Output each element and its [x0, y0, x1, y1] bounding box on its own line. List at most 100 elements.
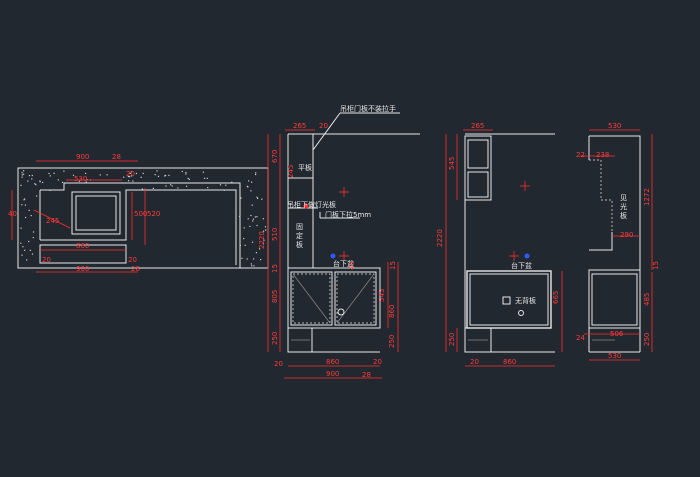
note-visible-1: 见 [620, 194, 627, 202]
stone-speck [264, 226, 267, 228]
stone-speck [252, 220, 254, 222]
stone-speck [253, 258, 255, 260]
dim-e1-245: 245 [287, 165, 295, 178]
dim-e3-530: 530 [608, 122, 621, 130]
stone-speck [132, 180, 134, 182]
stone-speck [34, 183, 36, 185]
stone-speck [254, 216, 256, 218]
drain-icon [518, 310, 524, 316]
stone-speck [206, 177, 208, 179]
stone-speck [219, 184, 222, 186]
stone-speck [49, 175, 51, 177]
dim-e1-15b: 15 [389, 261, 397, 270]
stone-speck [250, 190, 252, 192]
stone-speck [156, 170, 158, 172]
stone-speck [85, 181, 87, 183]
stone-speck [130, 171, 132, 173]
dim-plan-28-top: 28 [112, 153, 121, 161]
stone-speck [39, 181, 41, 183]
stone-speck [152, 187, 154, 189]
stone-speck [72, 174, 75, 176]
dim-e1-670: 670 [271, 150, 279, 163]
stone-speck [263, 239, 265, 241]
dim-e2-265: 265 [471, 122, 484, 130]
stone-speck [20, 242, 22, 244]
stone-speck [36, 195, 38, 197]
stone-speck [106, 174, 108, 176]
stone-speck [225, 184, 227, 186]
stone-speck [32, 231, 35, 233]
dim-e1-2220: 2220 [258, 231, 266, 249]
dim-e1-805: 805 [271, 290, 279, 303]
stone-speck [61, 181, 64, 183]
stone-speck [187, 177, 189, 179]
blue-marker-a [524, 253, 530, 259]
note-fixed-1: 固 [296, 223, 303, 231]
note-fixed-2: 定 [296, 231, 303, 240]
stone-speck [135, 172, 137, 174]
dim-e3-290: 290 [620, 231, 633, 239]
stone-speck [203, 177, 206, 179]
stone-speck [168, 174, 170, 176]
base-cabinet-a [466, 270, 552, 329]
stone-speck [244, 244, 246, 246]
dim-e3-506: 506 [610, 330, 624, 338]
stone-speck [85, 172, 87, 174]
dim-plan-520: 520 [147, 210, 160, 218]
note-door-gap: 门板下拉5mm [325, 210, 371, 219]
stone-speck [164, 175, 166, 177]
stone-speck [127, 175, 129, 178]
dim-e3-530b: 530 [608, 352, 621, 360]
stone-speck [21, 254, 23, 256]
cabinet-door-left [290, 271, 333, 326]
stone-speck [30, 215, 32, 217]
stone-speck [255, 172, 257, 174]
stone-speck [130, 175, 133, 177]
stone-speck [261, 198, 263, 200]
note-no-handle: 吊柜门板不装拉手 [340, 104, 396, 113]
stone-speck [129, 176, 131, 178]
stone-speck [24, 249, 26, 251]
stone-speck [24, 198, 26, 200]
dim-e3-250: 250 [643, 333, 651, 346]
door-knob-icon [337, 308, 345, 316]
stone-speck [177, 187, 179, 189]
dim-e1-250: 250 [271, 332, 279, 345]
dim-e1-860: 860 [326, 358, 339, 366]
stone-speck [239, 215, 241, 218]
stone-speck [247, 218, 249, 220]
sink-inner [75, 195, 117, 231]
stone-speck [123, 176, 125, 178]
dim-e2-545: 545 [448, 157, 456, 170]
stone-texture [20, 170, 267, 267]
stone-speck [240, 197, 242, 199]
stone-speck [165, 174, 167, 177]
stone-speck [251, 204, 253, 206]
stone-speck [27, 180, 29, 182]
stone-speck [157, 175, 160, 177]
stone-speck [259, 248, 261, 250]
stone-speck [21, 172, 23, 174]
stone-speck [243, 227, 245, 229]
note-visible-2: 光 [620, 202, 627, 211]
stone-speck [262, 218, 264, 220]
stone-speck [260, 259, 262, 261]
dim-e1-250r: 250 [388, 335, 396, 348]
stone-speck [129, 172, 131, 174]
stone-speck [48, 172, 50, 175]
stone-speck [28, 240, 30, 243]
stone-speck [250, 214, 252, 217]
dim-plan-20-top: 20 [126, 170, 135, 178]
stone-speck [32, 237, 34, 239]
stone-speck [26, 259, 28, 261]
stone-speck [256, 216, 258, 218]
stone-speck [128, 180, 130, 182]
stone-speck [249, 225, 251, 227]
stone-speck [231, 181, 233, 183]
dim-e2-665: 665 [552, 291, 560, 304]
elevation-side-a: 台下盆 无背板 265 2220 545 250 665 20 860 [436, 122, 563, 367]
stone-speck [20, 227, 22, 229]
wall-cabinet-a [464, 135, 492, 201]
stone-speck [22, 246, 24, 248]
